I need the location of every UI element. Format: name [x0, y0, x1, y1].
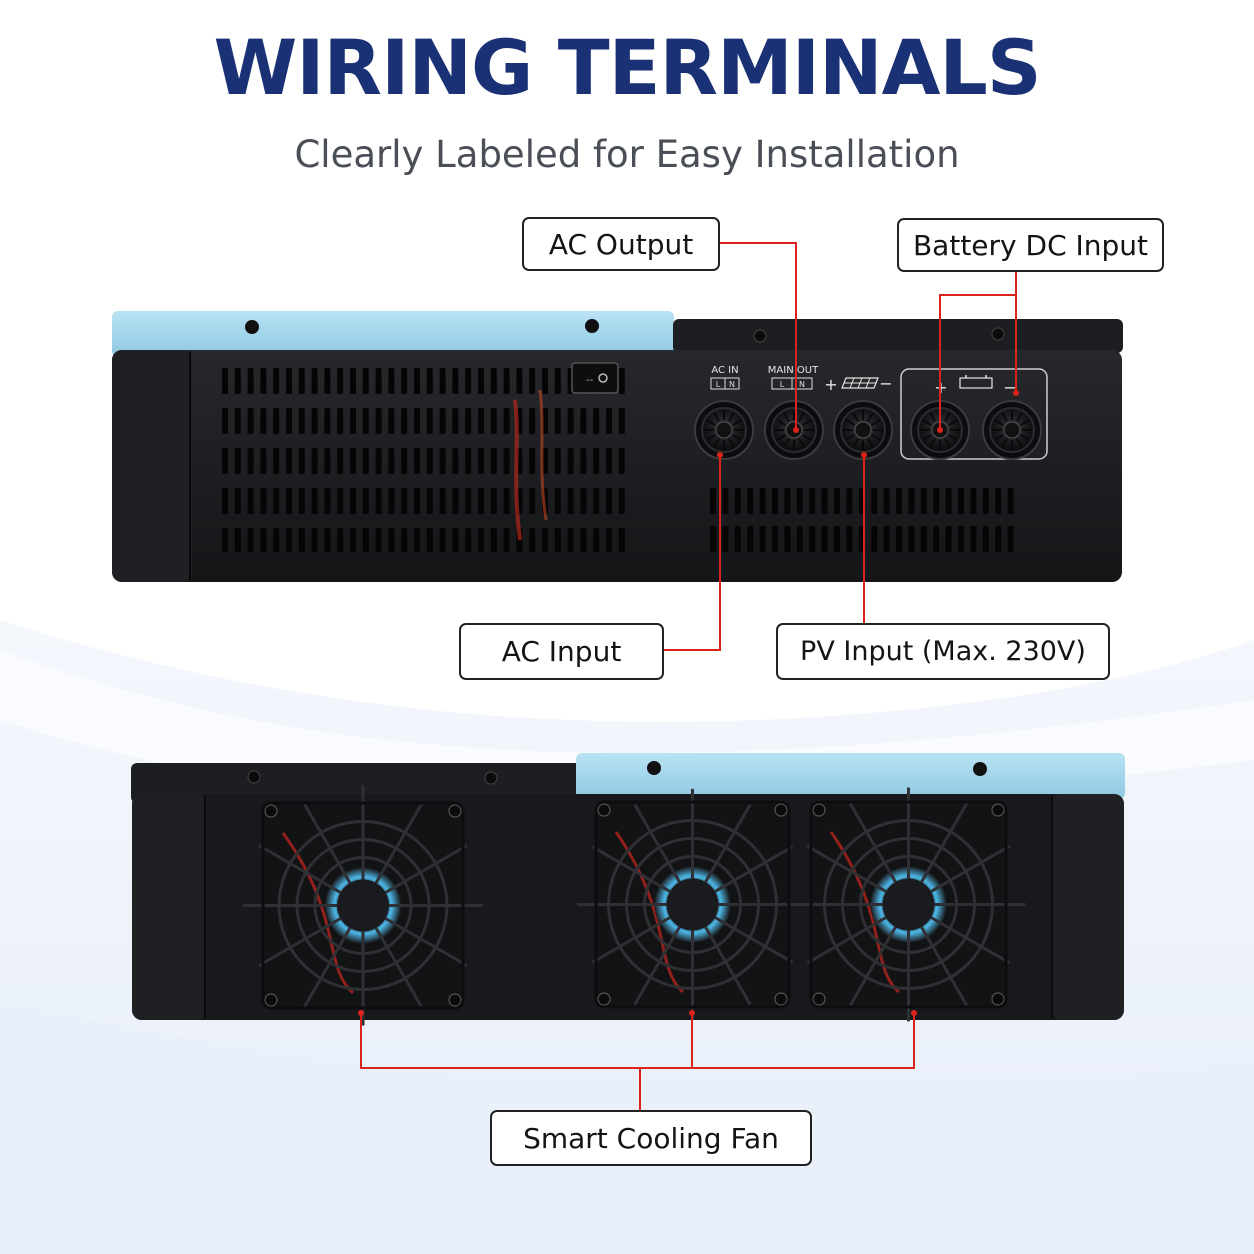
fan-icon — [791, 787, 1026, 1022]
svg-text:+: + — [824, 375, 837, 394]
battery-dc-input-label: Battery DC Input — [897, 218, 1164, 272]
svg-text:L: L — [716, 380, 721, 389]
ac-output-label: AC Output — [522, 217, 720, 271]
screw-icon — [647, 761, 661, 775]
page-subtitle: Clearly Labeled for Easy Installation — [294, 133, 960, 176]
svg-text:--: -- — [586, 375, 594, 386]
vent-grille — [222, 368, 625, 552]
ac-input-label: AC Input — [459, 623, 664, 680]
screw-icon — [973, 762, 987, 776]
fan-icon — [576, 788, 809, 1021]
svg-text:−: − — [879, 374, 892, 393]
screw-icon — [585, 319, 599, 333]
top-lid — [576, 753, 1125, 799]
svg-text:N: N — [799, 380, 805, 389]
page-title: WIRING TERMINALS — [213, 23, 1041, 112]
cooling-fans — [243, 785, 1026, 1026]
power-switch-icon — [571, 362, 619, 394]
fan-icon — [243, 785, 483, 1026]
pv-input-label: PV Input (Max. 230V) — [776, 623, 1110, 680]
vent-grille — [710, 488, 1014, 552]
solar-panel-icon — [841, 377, 879, 389]
smart-cooling-fan-label: Smart Cooling Fan — [490, 1110, 812, 1166]
screw-icon — [245, 320, 259, 334]
